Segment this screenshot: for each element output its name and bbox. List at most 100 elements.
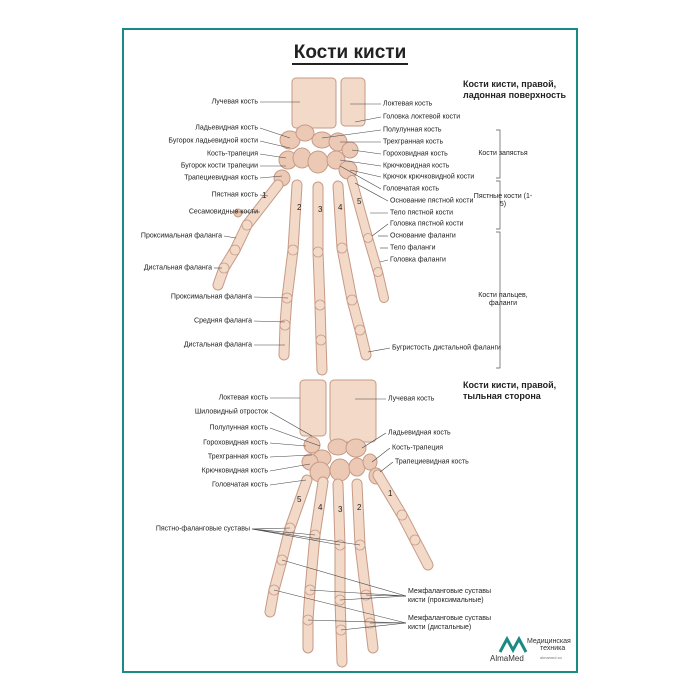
dorsal-heading: Кости кисти, правой, тыльная сторона [463, 380, 556, 402]
leader-line [259, 194, 269, 197]
dorsal-label-left: Полулунная кость [209, 424, 268, 432]
palmar-label-left: Сесамовидные кости [188, 208, 258, 216]
metacarpal-number-dorsal: 3 [338, 505, 343, 514]
leader-line [251, 528, 361, 546]
leader-line [339, 159, 382, 167]
dorsal-label-left: Пястно-фаланговые суставы [155, 525, 250, 533]
leader-line [269, 427, 321, 447]
leader-line [269, 442, 307, 447]
palmar-label-right: Тело фаланги [390, 244, 436, 252]
group-bracket [496, 180, 501, 230]
poster-frame [122, 28, 578, 673]
group-phalanges: Кости пальцев, фаланги [478, 292, 528, 307]
leader-line [361, 432, 387, 449]
finger-1-bones [212, 179, 284, 291]
leader-line [339, 165, 382, 190]
palmar-label-left: Ладьевидная кость [195, 124, 258, 132]
poster-title: Кости кисти [0, 42, 700, 65]
leader-line [281, 559, 407, 597]
leader-line [269, 454, 313, 458]
metacarpal-number: 3 [318, 205, 323, 214]
palmar-label-left: Лучевая кость [211, 98, 258, 106]
leader-line [251, 528, 341, 546]
metacarpal-number-dorsal: 4 [318, 503, 323, 512]
leader-line [354, 116, 382, 123]
logo-site: almamed.su [540, 655, 562, 660]
leader-line [371, 447, 391, 463]
palmar-label-right: Локтевая кость [383, 100, 433, 108]
leader-line [269, 479, 307, 486]
leader-line [351, 149, 382, 155]
finger-1-bones-dorsal [372, 469, 434, 571]
palmar-label-left: Проксимальная фаланга [170, 293, 252, 301]
palmar-label-right: Крючковидная кость [383, 162, 450, 170]
leader-line [223, 235, 237, 239]
leader-line [379, 461, 394, 473]
dorsal-label-left: Крючковидная кость [201, 467, 268, 475]
metacarpal-number-dorsal: 1 [388, 489, 393, 498]
dorsal-label-right: Лучевая кость [388, 395, 435, 403]
ulna-bone [340, 77, 366, 127]
sesamoid-bone [233, 208, 243, 218]
palmar-label-right: Головка фаланги [390, 256, 446, 264]
leader-line [339, 595, 407, 601]
palmar-label-right: Трехгранная кость [383, 138, 444, 146]
leader-line [251, 527, 291, 530]
carpal-bone-dorsal [362, 453, 378, 471]
group-bracket [496, 129, 501, 179]
dorsal-label-right: Межфаланговые суставы кисти (проксимальн… [408, 588, 491, 604]
finger-5-bones [347, 175, 389, 303]
finger-2-bones [278, 179, 303, 361]
palmar-heading-line2: ладонная поверхность [463, 90, 567, 100]
logo-brand: AlmaMed [490, 654, 524, 663]
leader-line [259, 153, 287, 159]
carpal-bone-dorsal [327, 438, 349, 456]
dorsal-label-left: Локтевая кость [218, 394, 268, 402]
carpal-bone [295, 124, 315, 142]
palmar-heading: Кости кисти, правой, ладонная поверхност… [463, 79, 566, 101]
logo-mark-icon [498, 636, 528, 654]
metacarpal-number: 4 [338, 203, 343, 212]
leader-line [269, 463, 311, 472]
palmar-label-left: Кость-трапеция [206, 150, 258, 158]
palmar-label-right: Тело пястной кости [390, 209, 454, 217]
leader-line [321, 129, 382, 139]
metacarpal-number: 5 [357, 197, 362, 206]
palmar-label-left: Пястная кость [211, 191, 258, 199]
metacarpal-number: 2 [297, 203, 302, 212]
palmar-label-right: Основание фаланги [390, 232, 456, 240]
group-bracket [496, 231, 501, 369]
finger-4-bones [332, 180, 372, 361]
leader-line [251, 528, 316, 536]
leader-line [367, 347, 391, 353]
dorsal-heading-line2: тыльная сторона [463, 391, 541, 401]
carpal-bone [341, 141, 359, 159]
title-text: Кости кисти [291, 42, 409, 65]
finger-3-bones [312, 181, 328, 376]
group-carpal: Кости запястья [478, 150, 528, 157]
palmar-label-right: Головка локтевой кости [383, 113, 461, 121]
carpal-bone-dorsal [303, 436, 321, 454]
leader-line [349, 169, 382, 178]
leader-line [309, 589, 407, 597]
leader-line [354, 182, 389, 202]
palmar-label-left: Трапециевидная кость [184, 174, 258, 182]
palmar-label-right: Крючок крючковидной кости [383, 173, 475, 181]
leader-line [365, 594, 407, 597]
leader-line [269, 411, 313, 437]
palmar-label-right: Головка пястной кости [390, 220, 464, 228]
dorsal-label-right: Трапециевидная кость [395, 458, 469, 466]
leader-line [371, 223, 389, 237]
palmar-label-left: Проксимальная фаланга [140, 232, 222, 240]
palmar-label-left: Дистальная фаланга [183, 341, 252, 349]
leader-line [253, 296, 289, 299]
palmar-label-left: Бугорок кости трапеции [180, 162, 258, 170]
palmar-label-right: Основание пястной кости [390, 197, 474, 205]
dorsal-heading-line1: Кости кисти, правой, [463, 380, 557, 390]
dorsal-label-left: Трехгранная кость [207, 453, 268, 461]
ulna-bone-dorsal [299, 379, 327, 437]
palmar-label-right: Гороховидная кость [383, 150, 448, 158]
leader-line [379, 259, 389, 263]
carpal-bone-dorsal [329, 458, 351, 482]
